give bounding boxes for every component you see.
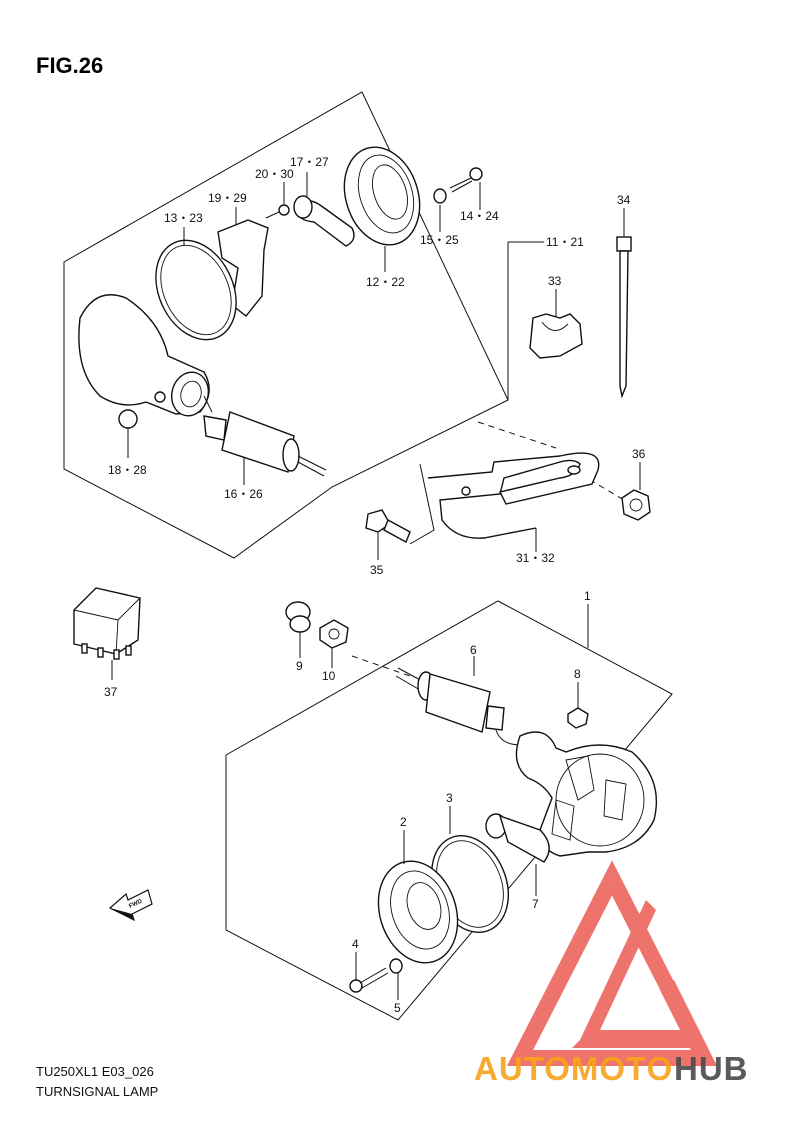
callout-20-30: 20・30	[255, 167, 294, 181]
callout-19-29: 19・29	[208, 191, 247, 205]
callout-37: 37	[104, 685, 118, 699]
screw-14-24	[449, 167, 483, 193]
figure-title: FIG.26	[36, 53, 103, 78]
screw-4	[349, 967, 389, 993]
screw-20-30	[265, 204, 290, 219]
socket-6	[395, 667, 529, 746]
bolt-35	[365, 509, 411, 543]
callout-17-27: 17・27	[290, 155, 329, 169]
nut-36	[621, 489, 651, 521]
callout-9: 9	[296, 659, 303, 673]
callout-10: 10	[322, 669, 336, 683]
dash-bracket-link	[477, 421, 557, 449]
fwd-label: FWD	[128, 898, 144, 909]
grommet-9	[285, 601, 311, 633]
nut-10	[319, 619, 349, 649]
footer-code: TU250XL1 E03_026	[36, 1064, 154, 1079]
callout-18-28: 18・28	[108, 463, 147, 477]
callout-7: 7	[532, 897, 539, 911]
fwd-arrow-icon: FWD	[108, 889, 153, 922]
footer-name: TURNSIGNAL LAMP	[36, 1084, 158, 1099]
gasket-13-23	[155, 239, 237, 341]
lens-12-22	[343, 146, 421, 246]
callout-36: 36	[632, 447, 646, 461]
washer-5	[389, 958, 403, 974]
screw-18-28	[118, 409, 138, 458]
callout-3: 3	[446, 791, 453, 805]
callout-11-21: 11・21	[546, 235, 584, 249]
callout-8: 8	[574, 667, 581, 681]
clamp-33	[529, 313, 583, 359]
callout-4: 4	[352, 937, 359, 951]
callout-31-32: 31・32	[516, 551, 555, 565]
callout-15-25: 15・25	[420, 233, 459, 247]
reflector-19-29	[217, 219, 269, 317]
callout-35: 35	[370, 563, 384, 577]
watermark-text-part1: AUTOMOTO	[474, 1050, 673, 1087]
callout-6: 6	[470, 643, 477, 657]
callout-2: 2	[400, 815, 407, 829]
callout-5: 5	[394, 1001, 401, 1015]
callout-33: 33	[548, 274, 562, 288]
bulb-7	[485, 813, 550, 863]
callout-34: 34	[617, 193, 631, 207]
upper-assembly-frame	[63, 91, 509, 559]
callout-12-22: 12・22	[366, 275, 405, 289]
lens-2	[377, 860, 459, 964]
dash-nut-link	[579, 473, 625, 501]
callout-1: 1	[584, 589, 591, 603]
callout-14-24: 14・24	[460, 209, 499, 223]
watermark-logo	[506, 860, 718, 1066]
housing-11-21	[78, 294, 210, 417]
callout-16-26: 16・26	[224, 487, 263, 501]
bulb-17-27	[293, 195, 355, 247]
cable-tie-34	[616, 236, 632, 399]
watermark-text-part2: HUB	[674, 1050, 749, 1087]
bracket-31-32	[409, 452, 600, 545]
callout-13-23: 13・23	[164, 211, 203, 225]
screw-8	[567, 707, 589, 729]
front-housing	[515, 731, 658, 857]
dash-lower-link	[351, 655, 411, 677]
socket-16-26	[203, 395, 327, 477]
washer-15-25	[433, 188, 447, 204]
relay-37	[73, 587, 141, 660]
